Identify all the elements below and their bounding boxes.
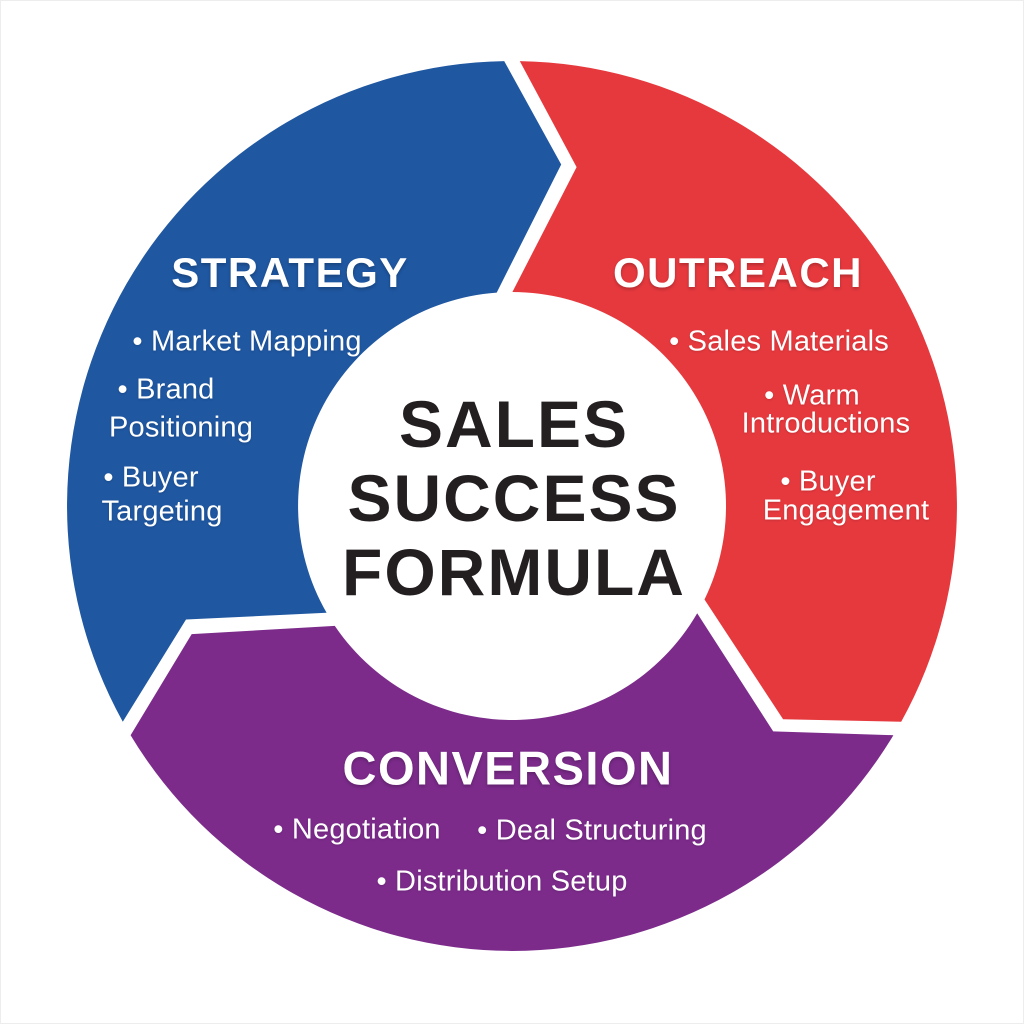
outreach-item-sales-materials: • Sales Materials: [669, 325, 889, 358]
center-title-line-sales: SALES: [398, 387, 630, 461]
outreach-item-warm-introductions-line1: • Warm: [764, 379, 860, 412]
strategy-item-buyer-targeting-line2: Targeting: [101, 495, 223, 528]
strategy-item-buyer-targeting-line1: • Buyer: [103, 461, 199, 494]
conversion-segment-shape: [130, 613, 894, 951]
outreach-item-buyer-engagement-line1: • Buyer: [780, 465, 876, 498]
outreach-segment-shape: [512, 61, 957, 722]
strategy-item-brand-positioning-line1: • Brand: [117, 373, 215, 406]
conversion-label: CONVERSION: [342, 741, 674, 795]
outreach-label: OUTREACH: [613, 249, 863, 296]
strategy-segment-shape: [67, 61, 562, 722]
center-title: SALES SUCCESS FORMULA: [342, 387, 686, 609]
strategy-item-brand-positioning-line2: Positioning: [108, 411, 254, 444]
conversion-item-negotiation: • Negotiation: [273, 813, 441, 846]
outreach-item-buyer-engagement-line2: Engagement: [762, 494, 930, 527]
outreach-item-warm-introductions-line2: Introductions: [741, 407, 911, 440]
strategy-item-market-mapping: • Market Mapping: [132, 325, 362, 358]
conversion-item-distribution-setup: • Distribution Setup: [376, 865, 628, 898]
center-title-line-success: SUCCESS: [347, 461, 681, 535]
conversion-item-deal-structuring: • Deal Structuring: [477, 814, 707, 847]
center-title-line-formula: FORMULA: [342, 535, 686, 609]
strategy-label: STRATEGY: [171, 249, 409, 296]
